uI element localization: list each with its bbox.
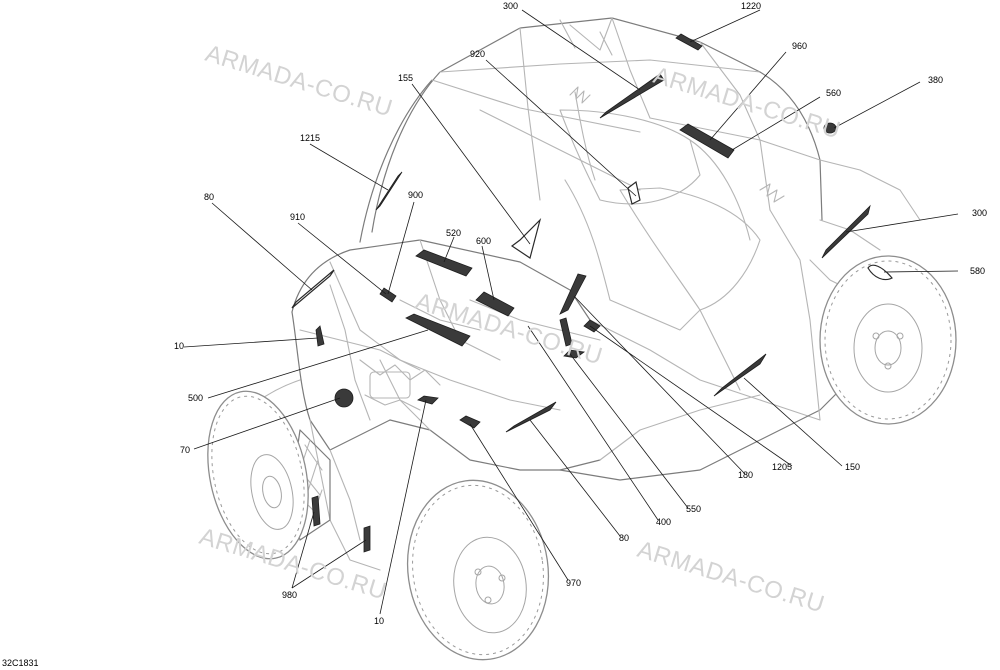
callout-150: 150	[845, 462, 860, 472]
callout-970: 970	[566, 578, 581, 588]
decal-1220	[675, 33, 703, 51]
decal-150	[713, 353, 767, 397]
callout-180: 180	[738, 470, 753, 480]
roll-cage	[359, 17, 823, 243]
front-left-wheel	[207, 390, 309, 560]
watermark: ARMADA-CO.RU	[650, 62, 843, 145]
callout-1220: 1220	[741, 1, 761, 11]
callout-1215: 1215	[300, 133, 320, 143]
callout-550: 550	[686, 504, 701, 514]
callout-600: 600	[476, 236, 491, 246]
callout-10-bottom: 10	[374, 616, 384, 626]
leader-lines	[183, 9, 959, 615]
callout-300-top: 300	[503, 1, 518, 11]
decal-600	[475, 291, 515, 317]
decal-1215	[375, 171, 403, 211]
callout-70: 70	[180, 445, 190, 455]
decal-180-tube	[559, 273, 587, 315]
watermark: ARMADA-CO.RU	[202, 40, 395, 123]
decal-900	[379, 287, 397, 303]
decal-980-a	[311, 495, 321, 527]
vehicle-frame-drawing	[207, 17, 957, 661]
callout-980: 980	[282, 590, 297, 600]
callout-910: 910	[290, 212, 305, 222]
callout-80-bottom: 80	[619, 533, 629, 543]
decal-520	[415, 249, 473, 277]
callout-80-left: 80	[204, 192, 214, 202]
decal-80-fender	[291, 269, 335, 309]
callout-920: 920	[470, 49, 485, 59]
decal-400	[417, 395, 439, 405]
callout-580: 580	[970, 266, 985, 276]
decal-920	[627, 180, 641, 205]
callout-10-left: 10	[174, 341, 184, 351]
callout-380: 380	[928, 75, 943, 85]
decal-labels	[291, 33, 893, 553]
callout-1205: 1205	[772, 462, 792, 472]
decal-80-lower	[505, 401, 557, 433]
watermark: ARMADA-CO.RU	[634, 536, 827, 619]
decal-960	[679, 123, 735, 159]
decal-980-b	[363, 525, 371, 553]
callout-520: 520	[446, 228, 461, 238]
seats	[559, 91, 761, 331]
callout-960: 960	[792, 41, 807, 51]
body-panels	[219, 159, 921, 571]
decal-380	[823, 122, 837, 134]
callout-500: 500	[188, 393, 203, 403]
callout-numbers: 300 1220 920 960 380 155 560 1215 80 900…	[174, 1, 987, 626]
decal-500	[405, 313, 471, 347]
callout-560: 560	[826, 88, 841, 98]
front-right-wheel	[406, 479, 550, 661]
decal-970	[459, 415, 481, 429]
diagram-code: 32C1831	[2, 658, 39, 668]
decal-70	[334, 388, 354, 408]
callout-300-right: 300	[972, 208, 987, 218]
decal-550	[563, 349, 586, 359]
decal-10-side	[315, 325, 325, 347]
decal-1205	[583, 319, 601, 333]
rear-right-wheel	[819, 255, 957, 425]
decal-580	[867, 264, 893, 281]
decal-300-roof	[599, 73, 665, 119]
callout-155: 155	[398, 73, 413, 83]
decal-1205-panel	[559, 317, 573, 347]
callout-900: 900	[408, 190, 423, 200]
callout-400: 400	[656, 517, 671, 527]
engine-details	[359, 86, 871, 411]
